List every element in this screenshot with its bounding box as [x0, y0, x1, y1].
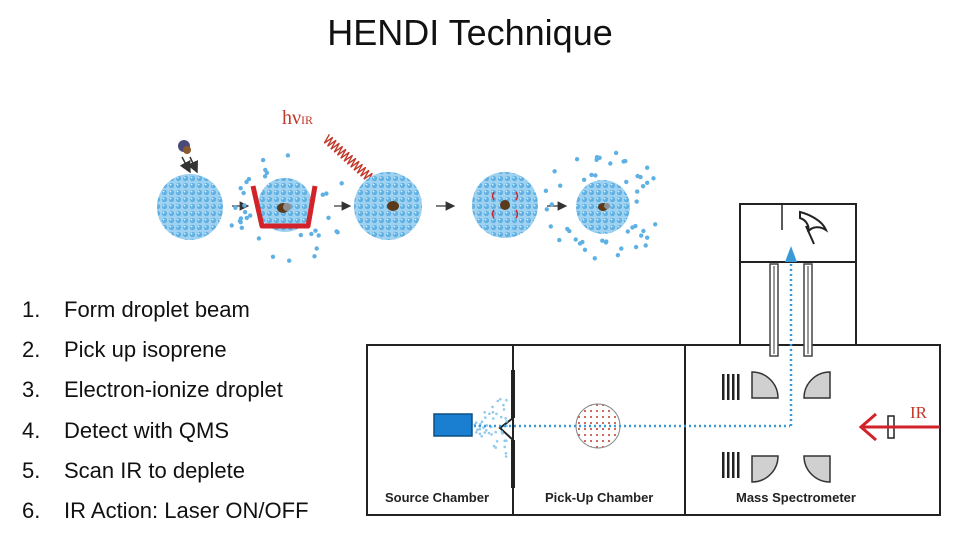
- list-item: 6.IR Action: Laser ON/OFF: [22, 497, 309, 523]
- droplet-spray: [473, 398, 509, 458]
- isoprene-molecule-icon: [178, 140, 198, 174]
- list-item: 5.Scan IR to deplete: [22, 457, 246, 483]
- pickup-cell: [575, 403, 621, 449]
- quadrupole-rods: [769, 263, 813, 357]
- pickup-chamber-label: Pick-Up Chamber: [545, 490, 653, 505]
- hv-ir-label: hνIR: [282, 107, 313, 129]
- detector-icon: [799, 210, 829, 245]
- quadrupole-deflector: [722, 371, 831, 483]
- helium-droplet-4: [472, 172, 538, 238]
- ir-laser-arrow: [858, 412, 940, 442]
- mass-spectrometer-label: Mass Spectrometer: [736, 490, 856, 505]
- list-item: 2.Pick up isoprene: [22, 337, 227, 363]
- list-item: 3.Electron-ionize droplet: [22, 377, 283, 403]
- steps-list: 1.Form droplet beam 2.Pick up isoprene 3…: [22, 290, 309, 531]
- nozzle: [433, 413, 473, 437]
- helium-droplet-1: [157, 174, 223, 240]
- potential-well-bracket: [250, 185, 318, 229]
- apparatus-schematic: [366, 203, 941, 516]
- source-chamber-label: Source Chamber: [385, 490, 489, 505]
- helium-droplet-3: [354, 172, 422, 240]
- ir-label: IR: [910, 403, 928, 422]
- helium-droplet-2: [229, 153, 344, 263]
- skimmer: [498, 370, 515, 488]
- ion-beam-arrowhead: [785, 246, 797, 262]
- list-item: 4.Detect with QMS: [22, 417, 230, 443]
- list-item: 1.Form droplet beam: [22, 297, 250, 322]
- page-title: HENDI Technique: [327, 12, 613, 53]
- helium-droplet-5: [543, 150, 658, 261]
